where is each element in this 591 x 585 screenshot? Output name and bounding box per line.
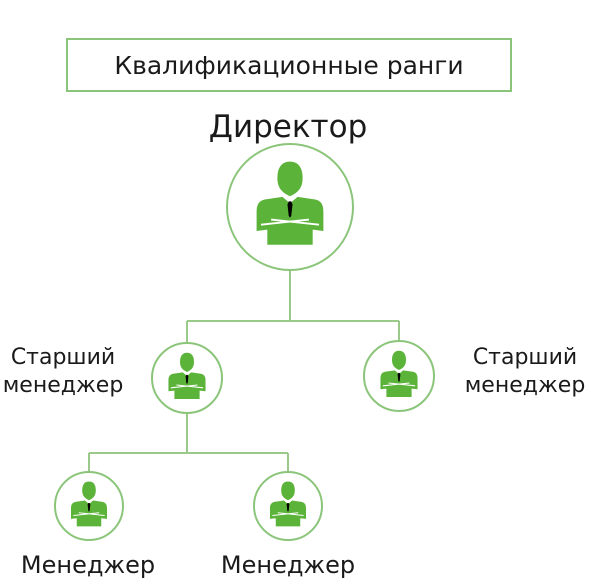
manager-2-label: Менеджер xyxy=(220,551,356,579)
senior-manager-right-line-2: менеджер xyxy=(464,373,586,399)
connector-level-1 xyxy=(186,320,400,344)
connector-level-2 xyxy=(88,452,289,473)
senior-manager-left-node xyxy=(151,342,223,414)
director-label: Директор xyxy=(208,109,368,145)
senior-manager-right-label: Старший менеджер xyxy=(455,344,591,400)
senior-manager-right-line-1: Старший xyxy=(472,345,578,370)
senior-manager-left-label: Старший менеджер xyxy=(0,344,133,400)
manager-1-node xyxy=(54,471,124,541)
manager-1-label: Менеджер xyxy=(20,551,156,579)
senior-manager-right-node xyxy=(363,340,435,412)
senior-manager-left-line-1: Старший xyxy=(10,345,116,370)
diagram-title: Квалификационные ранги xyxy=(66,38,512,92)
senior-manager-left-line-2: менеджер xyxy=(2,373,124,399)
manager-2-node xyxy=(253,471,323,541)
director-node xyxy=(226,143,354,271)
